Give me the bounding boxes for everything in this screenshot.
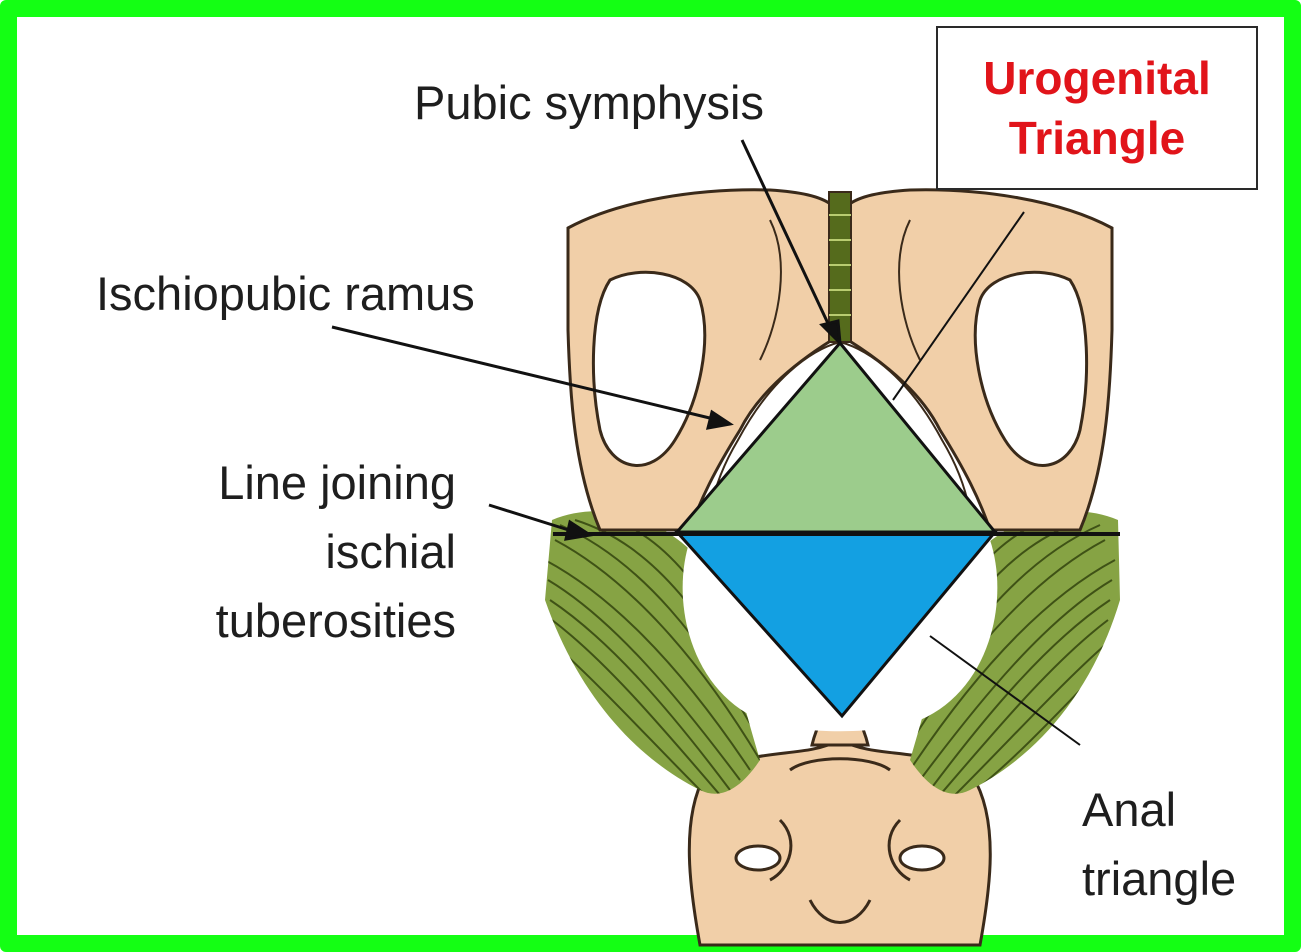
urogenital-triangle-title-box: Urogenital Triangle xyxy=(936,26,1258,190)
label-anal-1: Anal xyxy=(1082,775,1236,844)
label-pubic-symphysis: Pubic symphysis xyxy=(414,76,764,131)
label-line-1: Line joining xyxy=(216,448,456,517)
label-ischiopubic-ramus: Ischiopubic ramus xyxy=(96,267,475,322)
label-line-2: ischial xyxy=(216,517,456,586)
label-anal-2: triangle xyxy=(1082,844,1236,913)
uro-title-line-2: Triangle xyxy=(1009,108,1185,168)
uro-title-line-1: Urogenital xyxy=(983,48,1210,108)
label-anal-triangle: Anal triangle xyxy=(1082,775,1236,913)
label-line-3: tuberosities xyxy=(216,586,456,655)
label-line-joining-ischial-tuberosities: Line joining ischial tuberosities xyxy=(216,448,456,655)
symphysis-disc xyxy=(829,192,851,342)
